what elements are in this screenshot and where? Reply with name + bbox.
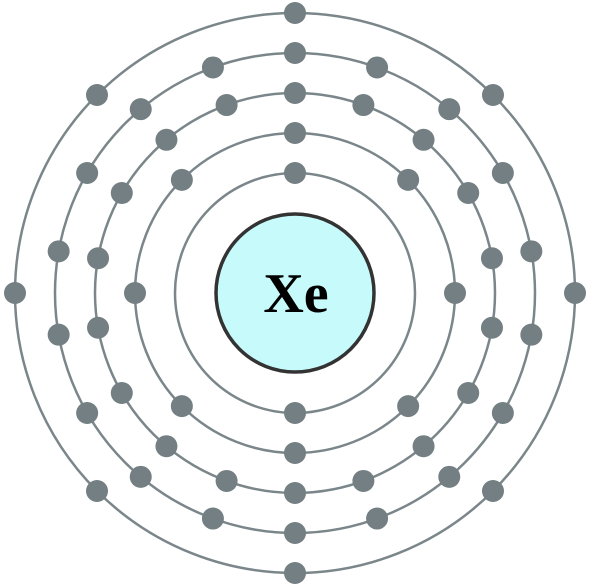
electron-shell-3 [87,316,110,339]
electron-shell-2 [124,282,146,304]
electron-shell-3 [110,382,133,404]
nucleus [214,212,376,374]
electron-shell-1 [284,402,306,424]
electron-shell-3 [215,469,238,492]
electron-shell-3 [457,182,480,204]
electron-shell-2 [397,395,420,418]
electron-shell-4 [438,98,461,121]
element-symbol: Xe [263,263,328,325]
electron-shell-2 [444,282,466,304]
electron-shell-4 [129,98,152,121]
electron-shell-5 [481,479,504,502]
electron-shell-4 [47,323,70,346]
electron-shell-1 [284,162,306,184]
electron-shell-2 [170,168,193,191]
electrons [4,2,586,584]
electron-shell-3 [284,82,306,104]
electron-shell-3 [352,94,375,117]
electron-shell-5 [4,282,26,304]
electron-shell-5 [481,84,504,107]
electron-shell-3 [457,382,480,404]
electron-shell-4 [129,465,152,488]
electron-shell-3 [155,128,178,151]
electron-shell-2 [284,122,306,144]
electron-shell-3 [480,247,503,270]
electron-shell-5 [86,479,109,502]
electron-shell-4 [76,402,99,424]
electron-shell-5 [284,562,306,584]
electron-shell-4 [366,507,389,530]
electron-shell-2 [284,442,306,464]
electron-shell-4 [76,162,99,184]
electron-shell-4 [284,522,306,544]
electron-shell-4 [201,56,224,79]
electron-shell-4 [438,465,461,488]
electron-shell-4 [520,240,543,263]
electron-shell-3 [352,469,375,492]
electron-shell-5 [86,84,109,107]
electron-shell-4 [520,323,543,346]
electron-shell-3 [155,435,178,458]
electron-shell-2 [397,168,420,191]
electron-shell-3 [110,182,133,204]
electron-shell-3 [215,94,238,117]
electron-shell-4 [366,56,389,79]
electron-shell-3 [87,247,110,270]
electron-shell-5 [284,2,306,24]
electron-shell-3 [480,316,503,339]
electron-shell-4 [491,162,514,184]
electron-shell-4 [47,240,70,263]
electron-shell-3 [412,435,435,458]
electron-shell-4 [284,42,306,64]
electron-shell-2 [170,395,193,418]
electron-shell-3 [412,128,435,151]
electron-shell-4 [491,402,514,424]
electron-shell-5 [564,282,586,304]
electron-shell-3 [284,482,306,504]
electron-shell-4 [201,507,224,530]
